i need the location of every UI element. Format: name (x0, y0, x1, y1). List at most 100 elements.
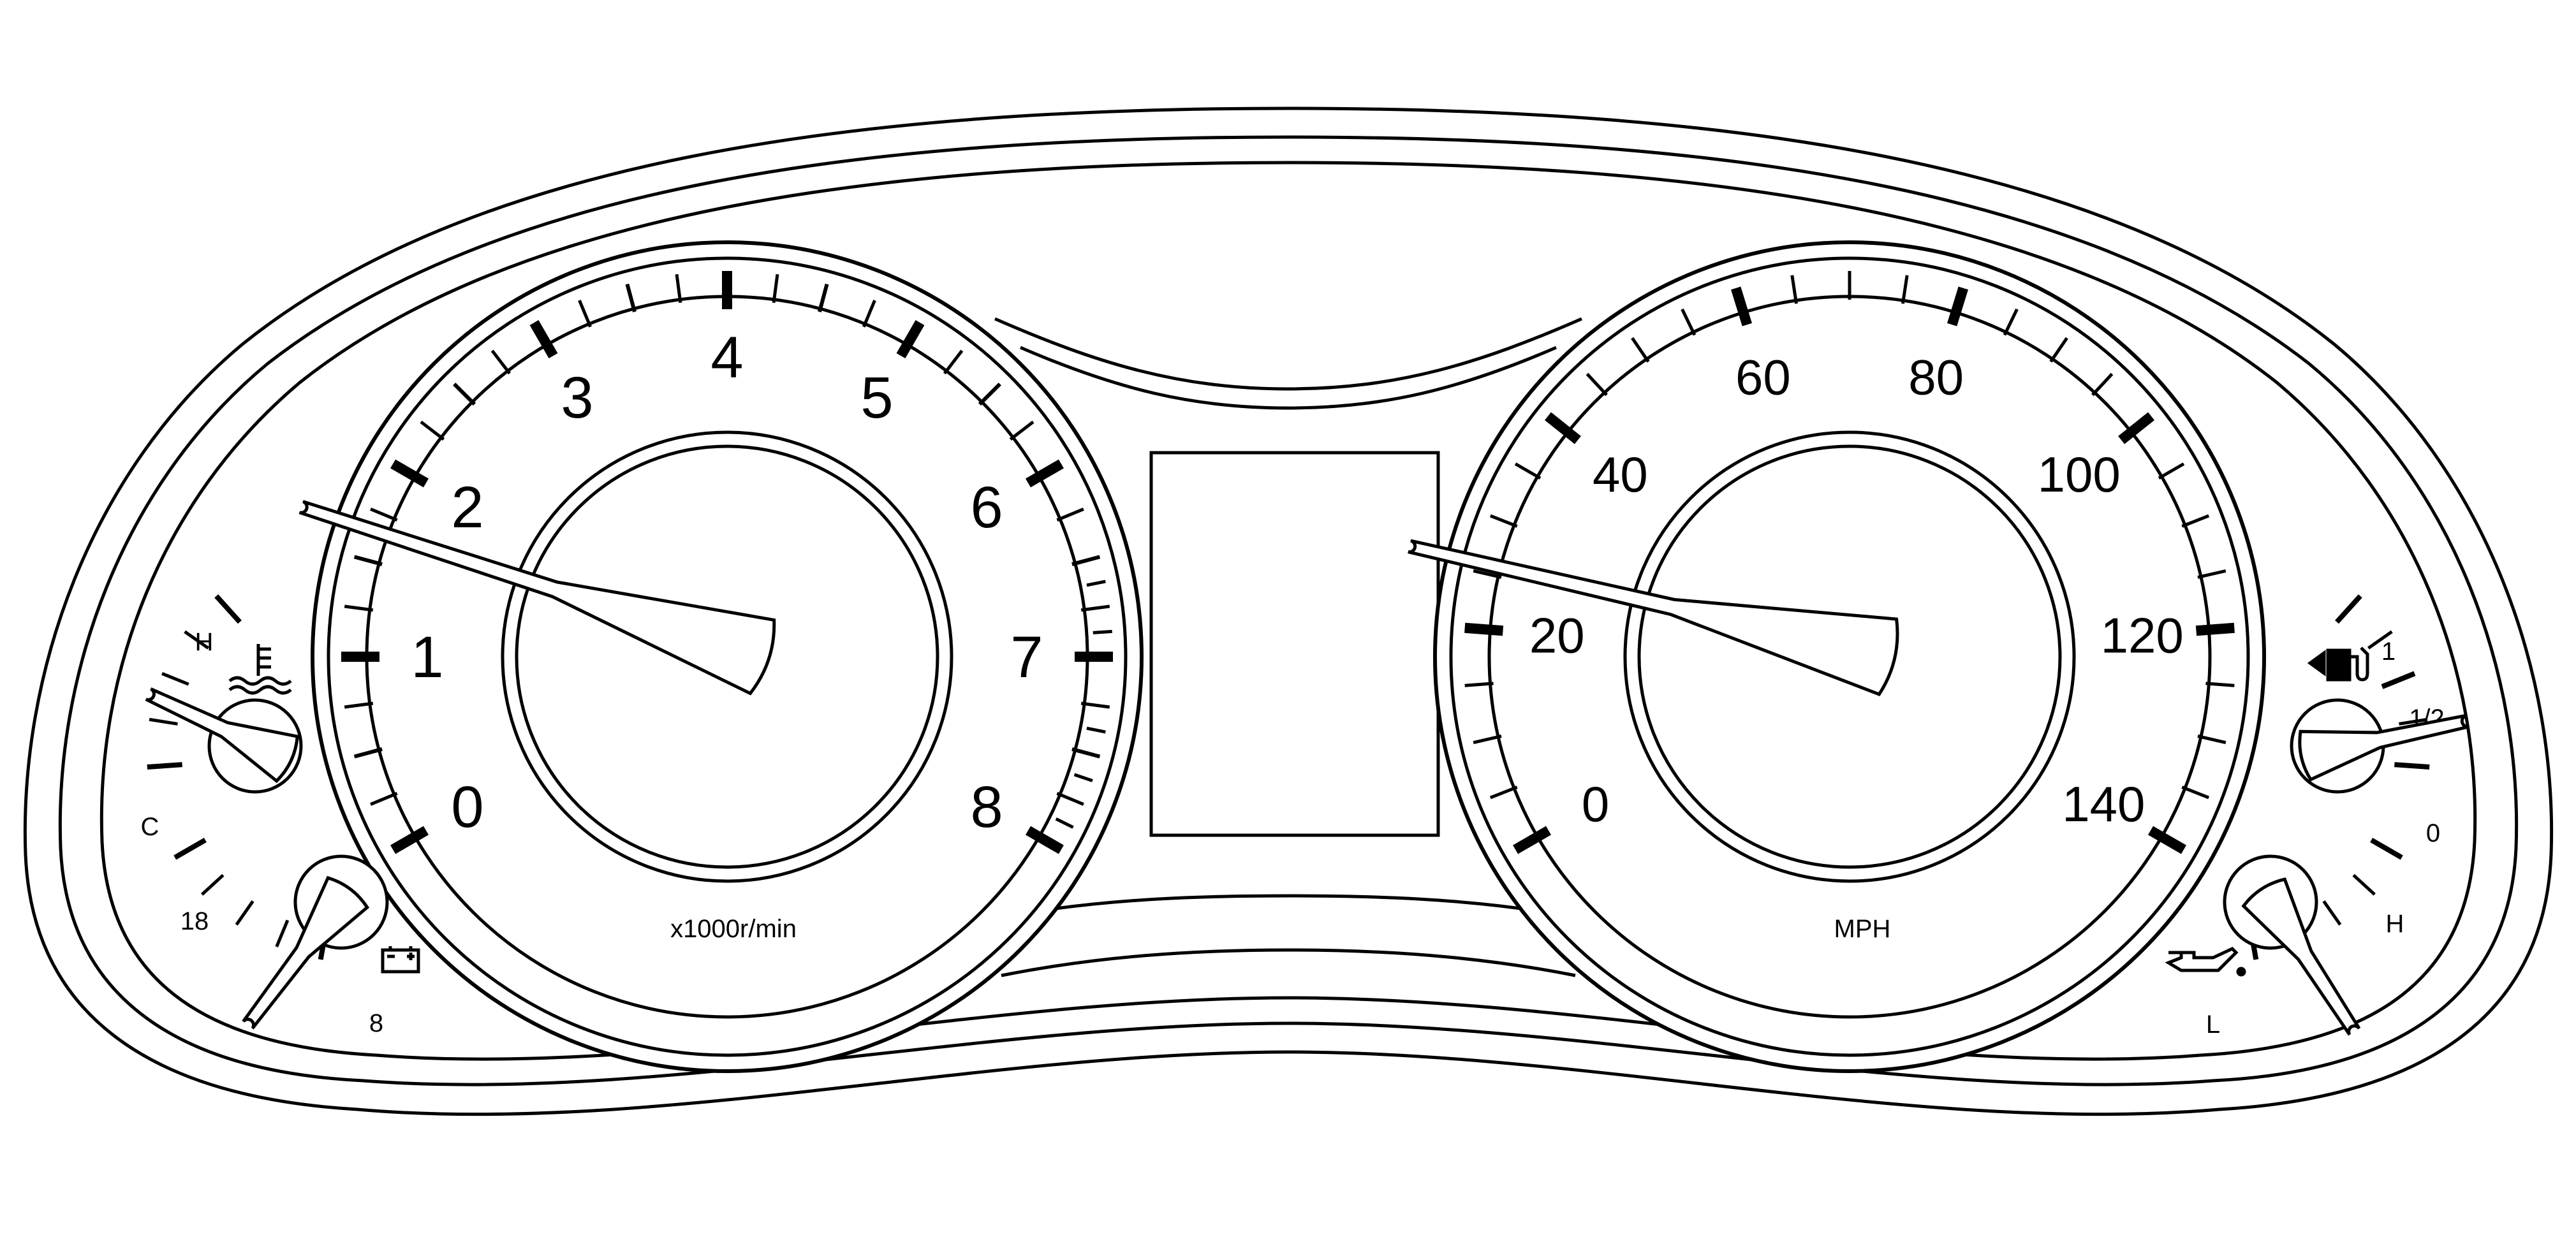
speedometer-ticks (1464, 271, 2235, 854)
speedometer-inner-ring-outer (1623, 430, 2076, 883)
battery-icon (381, 946, 420, 974)
tachometer-inner-ring-outer (501, 430, 953, 883)
speedometer-minor-tick (1901, 275, 1909, 304)
tachometer-minor-tick (978, 383, 1001, 406)
fuel-full-label: 1 (2381, 638, 2396, 666)
tachometer-redzone-tick (1086, 726, 1106, 734)
speedometer-minor-tick (1464, 682, 1494, 687)
oil-pressure-pointer (2241, 877, 2361, 1036)
tachometer-minor-tick (578, 300, 592, 328)
speedometer-major-tick (1731, 286, 1753, 326)
tachometer-minor-tick (943, 349, 964, 375)
tachometer-minor-tick (1080, 701, 1110, 709)
tachometer-major-tick (529, 320, 558, 359)
speedometer-label: 0 (1582, 776, 1609, 832)
tachometer-redzone-tick (1055, 817, 1074, 829)
temperature-tick (214, 594, 242, 624)
speedometer-label: 40 (1593, 446, 1648, 502)
temperature-pointer (145, 687, 299, 784)
fuel-gauge: 1 1/2 0 (2290, 594, 2469, 847)
tachometer-minor-tick (370, 791, 398, 806)
tachometer-major-tick (390, 826, 429, 854)
speedometer-minor-tick (1681, 308, 1696, 336)
voltage-tick (173, 838, 207, 860)
speedometer-inner-ring (1637, 444, 2062, 869)
fuel-pointer (2298, 713, 2469, 782)
speedometer-minor-tick (2158, 462, 2185, 480)
oil-pressure-tick (2322, 900, 2342, 926)
speedometer-major-tick (1545, 412, 1581, 444)
tachometer-minor-tick (420, 420, 445, 441)
speedometer-minor-tick (1489, 786, 1518, 800)
fuel-tick (2399, 717, 2428, 726)
speedometer-minor-tick (2181, 786, 2210, 800)
speedometer-minor-tick (2197, 569, 2226, 579)
voltage-tick (275, 919, 290, 947)
coolant-temperature-icon (228, 644, 292, 695)
tachometer-minor-tick (490, 349, 512, 375)
speedometer-label: 60 (1735, 349, 1791, 405)
tachometer-pointer (298, 500, 776, 696)
speedometer-major-tick (1947, 286, 1968, 326)
speedometer-needle (1408, 539, 1899, 697)
speedometer-minor-tick (2205, 682, 2235, 687)
tachometer-minor-tick (862, 300, 876, 328)
tachometer-minor-tick (344, 701, 374, 709)
speedometer-label: 80 (1908, 349, 1964, 405)
speedometer-minor-tick (2197, 734, 2226, 745)
temperature-tick (184, 630, 209, 650)
voltage-low-label: 8 (369, 1009, 383, 1037)
speedometer-unit-label: MPH (1834, 915, 1891, 943)
speedometer-minor-tick (2049, 337, 2068, 363)
tachometer-minor-tick (1056, 791, 1084, 806)
fuel-pump-icon (2307, 647, 2369, 682)
tachometer-minor-tick (1056, 508, 1084, 522)
fuel-tick (2335, 594, 2362, 624)
speedometer-major-tick (1513, 826, 1552, 854)
tachometer-minor-tick (625, 283, 637, 312)
speedometer-minor-tick (2181, 514, 2210, 528)
tachometer-minor-tick (353, 747, 383, 759)
temperature-tick (149, 717, 178, 726)
tachometer-needle (298, 500, 776, 696)
tachometer-minor-tick (1009, 420, 1034, 441)
center-bridge (994, 317, 1583, 977)
speedometer-minor-tick (1489, 514, 1518, 528)
speedometer-minor-tick (1586, 372, 1608, 397)
center-display (1149, 451, 1440, 837)
oil-pressure-low-label: L (2206, 1011, 2220, 1039)
oil-pressure-tick (2370, 838, 2403, 860)
tachometer-label: 2 (451, 475, 483, 540)
tachometer-bezel-inner (327, 256, 1128, 1057)
oil-pressure-needle (2241, 877, 2361, 1036)
tachometer-major-tick (1025, 826, 1064, 854)
speedometer-label: 20 (1529, 608, 1585, 664)
temperature-high-label: H (195, 628, 214, 656)
tachometer-label: 6 (970, 475, 1003, 540)
oil-can-icon (2165, 946, 2246, 977)
tachometer-label: 5 (860, 365, 893, 430)
tachometer-label: 1 (411, 625, 443, 690)
speedometer-minor-tick (2091, 372, 2114, 397)
voltage-pointer (242, 875, 370, 1030)
fuel-tick (2394, 762, 2430, 770)
voltage-tick (235, 900, 254, 926)
tachometer-major-tick (1025, 459, 1064, 488)
tachometer-label: 7 (1010, 625, 1043, 690)
temperature-needle (145, 687, 299, 784)
oil-pressure-gauge: H L (2165, 838, 2404, 1039)
speedometer-minor-tick (1514, 462, 1542, 480)
speedometer-minor-tick (2003, 308, 2019, 336)
tachometer-minor-tick (772, 274, 779, 303)
fuel-empty-label: 0 (2426, 819, 2440, 847)
speedometer-bezel-inner (1449, 256, 2250, 1057)
tachometer-redzone-tick (1086, 580, 1106, 587)
tachometer-major-tick (390, 459, 429, 488)
speedometer-minor-tick (1473, 734, 1502, 745)
temperature-tick (147, 762, 182, 770)
fuel-tick (2381, 671, 2416, 689)
speedometer-label: 120 (2101, 608, 2184, 664)
